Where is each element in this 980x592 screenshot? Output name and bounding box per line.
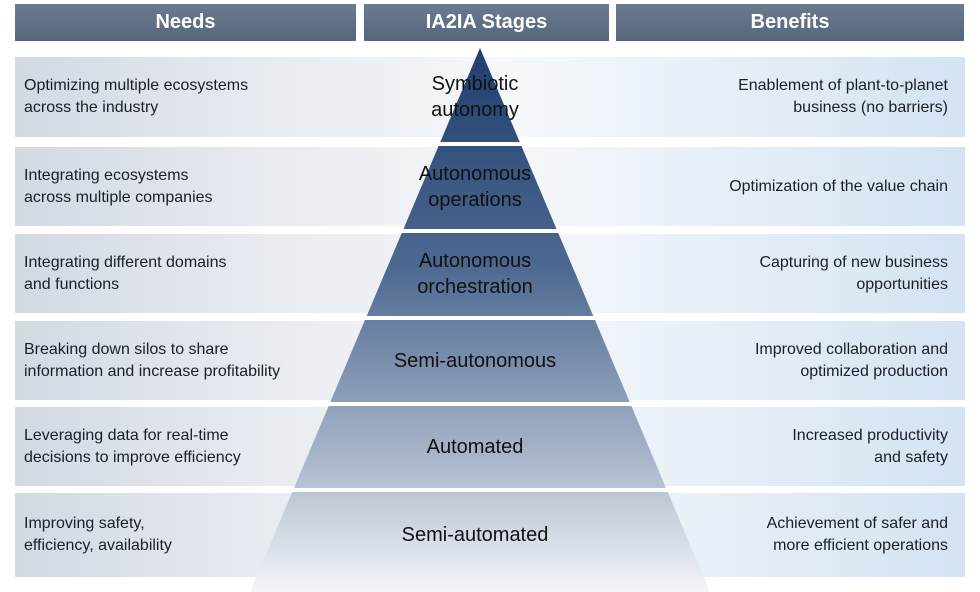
stages-header-label: IA2IA Stages	[425, 11, 548, 33]
stage-label: Semi-automated	[340, 522, 610, 548]
need-line: across multiple companies	[24, 188, 213, 206]
need-text: Breaking down silos to share information …	[24, 339, 344, 383]
need-line: Leveraging data for real-time	[24, 426, 229, 444]
need-line: Breaking down silos to share	[24, 340, 229, 358]
needs-band	[15, 57, 485, 137]
need-line: efficiency, availability	[24, 537, 172, 554]
benefit-text: Enablement of plant-to-planet business (n…	[648, 75, 948, 119]
stage-line: Autonomous	[418, 249, 532, 272]
benefit-text: Capturing of new business opportunities	[648, 252, 948, 296]
need-text: Optimizing multiple ecosystems across the…	[24, 75, 344, 119]
needs-header-label: Needs	[155, 11, 216, 33]
stage-line: operations	[428, 188, 522, 211]
benefits-header-label: Benefits	[750, 11, 830, 33]
need-line: and functions	[24, 275, 120, 293]
stage-label: Symbiotic autonomy	[340, 71, 610, 123]
stage-label: Autonomous operations	[340, 161, 610, 213]
benefits-band	[485, 147, 965, 226]
need-line: information and increase profitability	[24, 362, 281, 380]
benefit-text: Optimization of the value chain	[648, 176, 948, 198]
needs-band	[15, 147, 485, 226]
need-text: Integrating different domains and functio…	[24, 252, 344, 296]
stage-line: Automated	[426, 435, 524, 458]
stage-label: Semi-autonomous	[340, 348, 610, 374]
need-text: Improving safety, efficiency, availabilit…	[24, 513, 344, 557]
stage-line: Autonomous	[418, 162, 532, 185]
needs-header: Needs	[15, 4, 356, 41]
benefit-line: Capturing of new business	[759, 253, 948, 271]
benefit-line: Enablement of plant-to-planet	[738, 77, 948, 94]
stage-line: Semi-automated	[401, 524, 549, 546]
stage-line: Semi-autonomous	[393, 349, 557, 372]
need-text: Leveraging data for real-time decisions t…	[24, 425, 344, 469]
need-line: Optimizing multiple ecosystems	[24, 77, 249, 94]
stage-line: autonomy	[431, 99, 519, 121]
benefit-text: Increased productivity and safety	[648, 425, 948, 469]
need-line: Integrating different domains	[24, 253, 227, 271]
need-line: across the industry	[24, 99, 159, 116]
benefit-line: more efficient operations	[773, 537, 948, 554]
benefit-line: Optimization of the value chain	[729, 177, 948, 195]
benefit-text: Achievement of safer and more efficient o…	[648, 513, 948, 557]
need-text: Integrating ecosystems across multiple co…	[24, 165, 344, 209]
benefits-header: Benefits	[616, 4, 964, 41]
need-line: Integrating ecosystems	[24, 166, 189, 184]
stages-header: IA2IA Stages	[364, 4, 609, 41]
benefit-line: business (no barriers)	[793, 99, 948, 116]
need-line: Improving safety,	[24, 515, 145, 532]
benefit-text: Improved collaboration and optimized prod…	[648, 339, 948, 383]
benefit-line: opportunities	[856, 275, 948, 293]
stage-line: orchestration	[417, 275, 533, 298]
stage-label: Autonomous orchestration	[340, 248, 610, 300]
need-line: decisions to improve efficiency	[24, 448, 241, 466]
benefit-line: Increased productivity	[792, 426, 948, 444]
stage-line: Symbiotic	[431, 73, 519, 95]
benefit-line: optimized production	[800, 362, 948, 380]
benefit-line: and safety	[874, 448, 948, 466]
benefits-band	[485, 57, 965, 137]
stage-label: Automated	[340, 434, 610, 460]
benefit-line: Achievement of safer and	[766, 515, 948, 532]
benefit-line: Improved collaboration and	[754, 340, 948, 358]
